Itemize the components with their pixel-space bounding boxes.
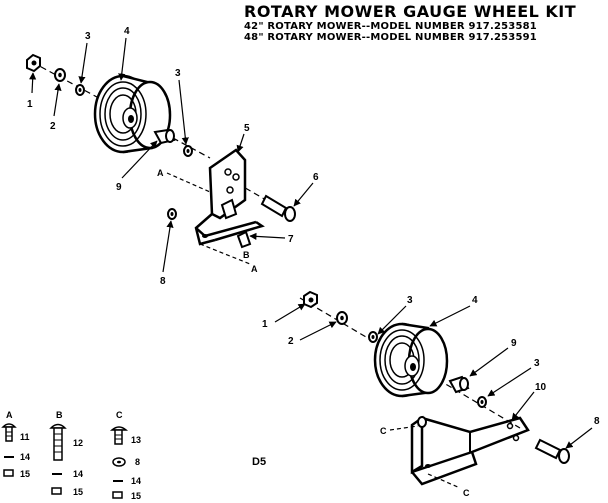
legend-b-r1: 12 xyxy=(73,438,83,448)
legend-c-r3: 14 xyxy=(131,476,141,486)
washer-3-lower xyxy=(368,331,378,343)
bolt-icon-c xyxy=(109,426,129,445)
carriage-bolt-8-lower xyxy=(534,438,570,464)
washer-2-lower xyxy=(336,311,348,325)
nut-icon-b xyxy=(51,487,62,495)
callout-10: 10 xyxy=(535,382,547,393)
diagram-title: ROTARY MOWER GAUGE WHEEL KIT xyxy=(244,2,577,21)
model-line-48: 48" ROTARY MOWER--MODEL NUMBER 917.25359… xyxy=(244,32,537,43)
callout-3b: 3 xyxy=(175,68,181,79)
bracket-10 xyxy=(410,415,530,486)
hardware-legend: A 11 14 15 B 12 14 15 C 13 xyxy=(1,410,141,501)
callout-3b-lower: 3 xyxy=(534,358,540,369)
callout-3a-lower: 3 xyxy=(407,295,413,306)
carriage-bolt-6 xyxy=(260,194,296,222)
callout-a-1: A xyxy=(157,168,164,178)
legend-c-r1: 13 xyxy=(131,435,141,445)
mounting-bracket-5 xyxy=(194,148,265,246)
callout-2-lower: 2 xyxy=(288,336,294,347)
bolt-icon-b xyxy=(49,423,67,461)
callout-2: 2 xyxy=(50,121,56,132)
callout-c-2: C xyxy=(463,488,470,498)
nut-icon-c xyxy=(112,491,123,499)
legend-c-head: C xyxy=(116,410,123,420)
callout-3a: 3 xyxy=(85,31,91,42)
callout-b: B xyxy=(243,250,250,260)
legend-a-r1: 11 xyxy=(20,432,30,442)
gauge-wheel-4 xyxy=(93,74,172,154)
spacer-9 xyxy=(153,128,176,145)
legend-c-r4: 15 xyxy=(131,491,141,501)
washer-3b-lower xyxy=(477,396,487,408)
nut-icon-a xyxy=(3,469,14,477)
page-code: D5 xyxy=(252,456,266,468)
model-line-42: 42" ROTARY MOWER--MODEL NUMBER 917.25358… xyxy=(244,21,537,32)
legend-b-r3: 15 xyxy=(73,487,83,497)
lock-nut-1-lower xyxy=(303,290,318,309)
washer-3 xyxy=(75,84,85,96)
callout-a-2: A xyxy=(251,264,258,274)
washer-2 xyxy=(54,68,66,82)
washer-3b xyxy=(183,145,193,157)
callout-4-lower: 4 xyxy=(472,295,478,306)
callout-8: 8 xyxy=(160,276,166,287)
callout-5: 5 xyxy=(244,123,250,134)
callout-9: 9 xyxy=(116,182,122,193)
legend-b-head: B xyxy=(56,410,63,420)
legend-a-r3: 15 xyxy=(20,469,30,479)
callout-4: 4 xyxy=(124,26,130,37)
callout-9-lower: 9 xyxy=(511,338,517,349)
upper-assembly: 1 2 3 4 3 5 9 6 7 B 8 A A xyxy=(26,26,319,287)
callout-7: 7 xyxy=(288,234,294,245)
lock-nut-8 xyxy=(167,208,177,220)
lock-nut-1 xyxy=(26,53,41,73)
lower-assembly: 1 2 3 4 9 3 10 8 C C xyxy=(262,290,600,498)
callout-6: 6 xyxy=(313,172,319,183)
flat-washer-icon-c xyxy=(112,457,126,467)
callout-8-lower: 8 xyxy=(594,416,600,427)
callout-1: 1 xyxy=(27,99,33,110)
legend-a-head: A xyxy=(6,410,13,420)
legend-a-r2: 14 xyxy=(20,452,30,462)
callout-c-1: C xyxy=(380,426,387,436)
clip-7 xyxy=(220,198,252,249)
spacer-9-lower xyxy=(448,375,470,394)
legend-c-r2: 8 xyxy=(135,457,140,467)
gauge-wheel-4-lower xyxy=(373,322,449,398)
legend-b-r2: 14 xyxy=(73,469,83,479)
bolt-icon-a xyxy=(1,423,17,442)
callout-1-lower: 1 xyxy=(262,319,268,330)
